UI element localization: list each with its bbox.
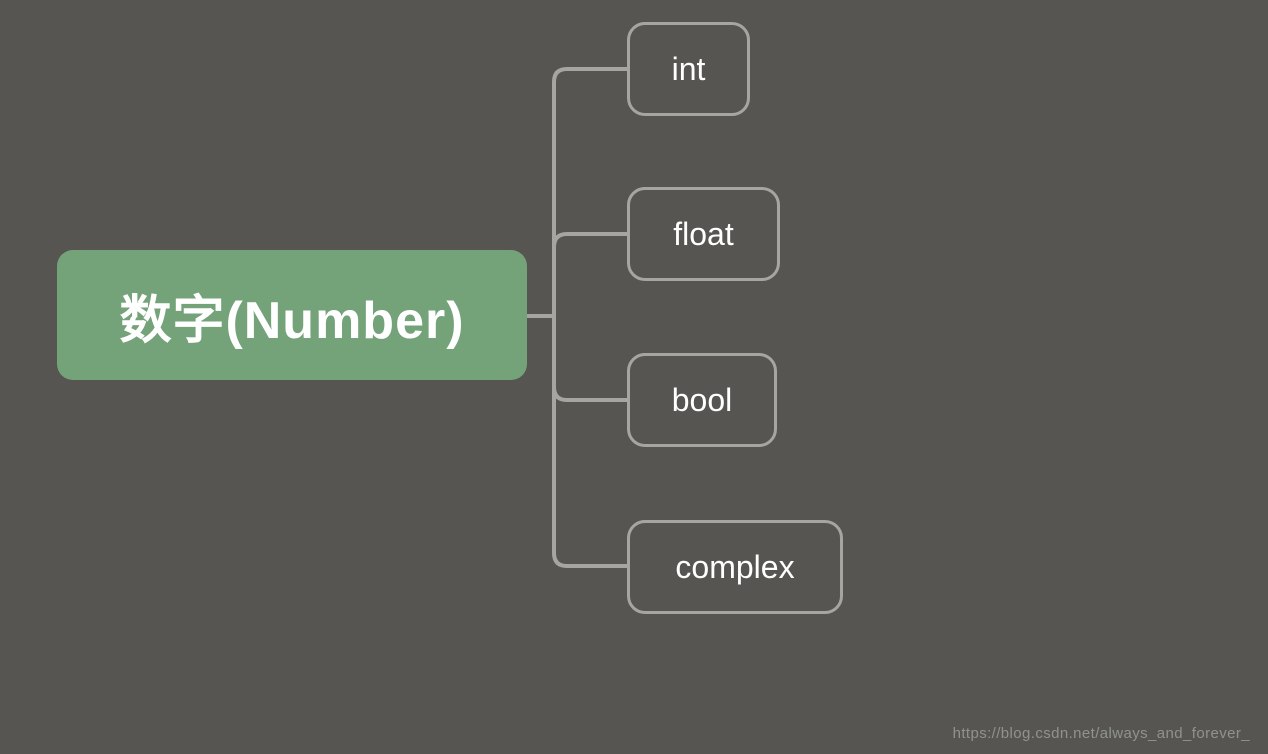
connector-complex	[552, 316, 627, 568]
connector-float	[552, 232, 627, 316]
child-node-label: float	[673, 215, 734, 252]
root-node-label: 数字(Number)	[119, 291, 465, 350]
child-node-complex[interactable]: complex	[627, 520, 843, 614]
child-node-label: complex	[675, 548, 795, 585]
connector-int	[552, 67, 627, 316]
child-node-float[interactable]: float	[627, 187, 780, 281]
root-node-number[interactable]: 数字(Number)	[57, 250, 527, 380]
child-node-label: bool	[671, 381, 733, 418]
child-node-bool[interactable]: bool	[627, 353, 777, 447]
connector-bool	[552, 316, 627, 402]
child-node-int[interactable]: int	[627, 22, 750, 116]
csdn-watermark: https://blog.csdn.net/always_and_forever…	[952, 725, 1250, 742]
child-node-label: int	[671, 50, 706, 87]
